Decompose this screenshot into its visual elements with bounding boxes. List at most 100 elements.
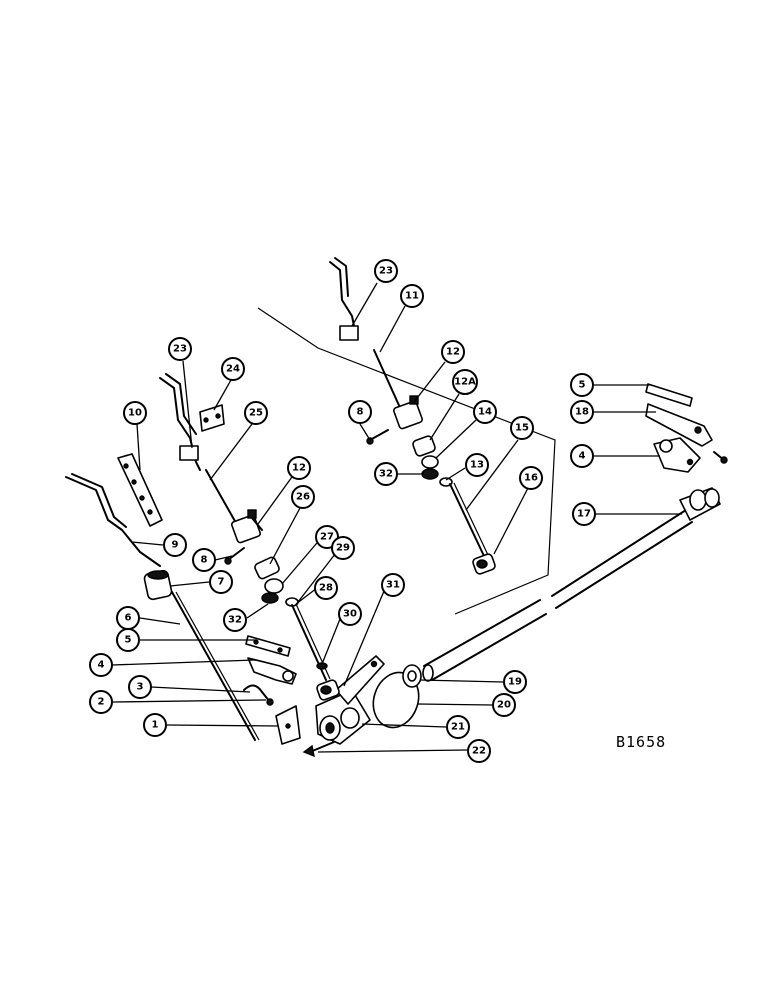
- svg-text:5: 5: [579, 380, 586, 391]
- plate-18-right: [645, 403, 728, 464]
- bracket-1: [275, 705, 301, 745]
- callout-1: 1: [143, 713, 167, 737]
- callout-21: 21: [446, 715, 470, 739]
- svg-text:31: 31: [386, 580, 400, 591]
- svg-text:24: 24: [226, 364, 240, 375]
- svg-text:29: 29: [336, 543, 350, 554]
- pin-8-right: [366, 429, 389, 445]
- divider-line: [257, 307, 556, 615]
- svg-text:23: 23: [173, 344, 187, 355]
- svg-text:23: 23: [379, 266, 393, 277]
- clamp-12-right: [393, 395, 423, 430]
- svg-text:9: 9: [172, 540, 179, 551]
- svg-text:27: 27: [320, 532, 334, 543]
- callout-5: 5: [116, 628, 140, 652]
- callout-8: 8: [348, 400, 372, 424]
- callout-13: 13: [465, 453, 489, 477]
- callout-16: 16: [519, 466, 543, 490]
- callout-15: 15: [510, 416, 534, 440]
- housing-21: [315, 689, 371, 745]
- callout-19: 19: [503, 670, 527, 694]
- svg-text:4: 4: [579, 451, 586, 462]
- svg-text:15: 15: [515, 423, 529, 434]
- collar-19: [402, 664, 422, 688]
- shaft-17: [422, 487, 721, 682]
- svg-text:5: 5: [125, 635, 132, 646]
- svg-text:17: 17: [577, 509, 591, 520]
- svg-text:30: 30: [343, 609, 357, 620]
- clamp-12-left: [231, 509, 263, 544]
- callout-17: 17: [572, 502, 596, 526]
- leader-lines: [111, 282, 682, 753]
- callout-2: 2: [89, 690, 113, 714]
- svg-text:1: 1: [152, 720, 159, 731]
- callouts: 23 11 12 12A 8 14 15 32 13 16 5 18 4 17 …: [89, 259, 596, 763]
- callout-32: 32: [223, 608, 247, 632]
- callout-7: 7: [209, 570, 233, 594]
- callout-12A: 12A: [452, 369, 478, 395]
- callout-5: 5: [570, 373, 594, 397]
- callout-20: 20: [492, 693, 516, 717]
- callout-26: 26: [291, 485, 315, 509]
- callout-4: 4: [89, 653, 113, 677]
- svg-text:26: 26: [296, 492, 310, 503]
- svg-text:8: 8: [201, 555, 208, 566]
- svg-text:3: 3: [137, 682, 144, 693]
- svg-text:18: 18: [575, 407, 589, 418]
- svg-text:2: 2: [98, 697, 105, 708]
- callout-22: 22: [467, 739, 491, 763]
- clip-3-2: [243, 684, 274, 706]
- callout-29: 29: [331, 536, 355, 560]
- svg-text:32: 32: [228, 615, 242, 626]
- svg-text:21: 21: [451, 722, 465, 733]
- svg-text:6: 6: [125, 613, 132, 624]
- svg-text:22: 22: [472, 746, 486, 757]
- callout-14: 14: [473, 400, 497, 424]
- plate-5-right: [645, 383, 693, 407]
- callout-23: 23: [168, 337, 192, 361]
- callout-24: 24: [221, 357, 245, 381]
- arm-31: [335, 655, 385, 705]
- callout-4: 4: [570, 444, 594, 468]
- figure-code: B1658: [616, 733, 666, 751]
- svg-text:14: 14: [478, 407, 492, 418]
- svg-text:12: 12: [446, 347, 460, 358]
- callout-12: 12: [441, 340, 465, 364]
- bracket-4-right: [653, 437, 701, 473]
- svg-text:13: 13: [470, 460, 484, 471]
- svg-text:32: 32: [379, 469, 393, 480]
- collar-7: [143, 569, 173, 601]
- bolt-22: [302, 741, 335, 758]
- fitting-12A-14-32: [412, 435, 489, 557]
- callout-9: 9: [163, 533, 187, 557]
- callout-28: 28: [314, 576, 338, 600]
- svg-text:8: 8: [357, 407, 364, 418]
- callout-11: 11: [400, 284, 424, 308]
- rod-end-16: [472, 553, 496, 575]
- callout-8: 8: [192, 548, 216, 572]
- svg-text:25: 25: [249, 408, 263, 419]
- svg-text:4: 4: [98, 660, 105, 671]
- svg-text:16: 16: [524, 473, 538, 484]
- callout-32: 32: [374, 462, 398, 486]
- svg-text:12: 12: [292, 463, 306, 474]
- plate-5-left: [245, 635, 291, 657]
- pin-8-left: [224, 547, 245, 565]
- control-lever-left: [65, 473, 260, 741]
- svg-text:11: 11: [405, 291, 419, 302]
- link-10: [117, 453, 163, 527]
- arm-4-left: [247, 657, 297, 685]
- callout-30: 30: [338, 602, 362, 626]
- callout-23: 23: [374, 259, 398, 283]
- callout-18: 18: [570, 400, 594, 424]
- bracket-24: [199, 404, 225, 432]
- callout-6: 6: [116, 606, 140, 630]
- svg-text:19: 19: [508, 677, 522, 688]
- callout-10: 10: [123, 401, 147, 425]
- lever-23-left: [159, 373, 241, 531]
- callout-25: 25: [244, 401, 268, 425]
- callout-12: 12: [287, 456, 311, 480]
- svg-text:12A: 12A: [454, 377, 476, 388]
- callout-3: 3: [128, 675, 152, 699]
